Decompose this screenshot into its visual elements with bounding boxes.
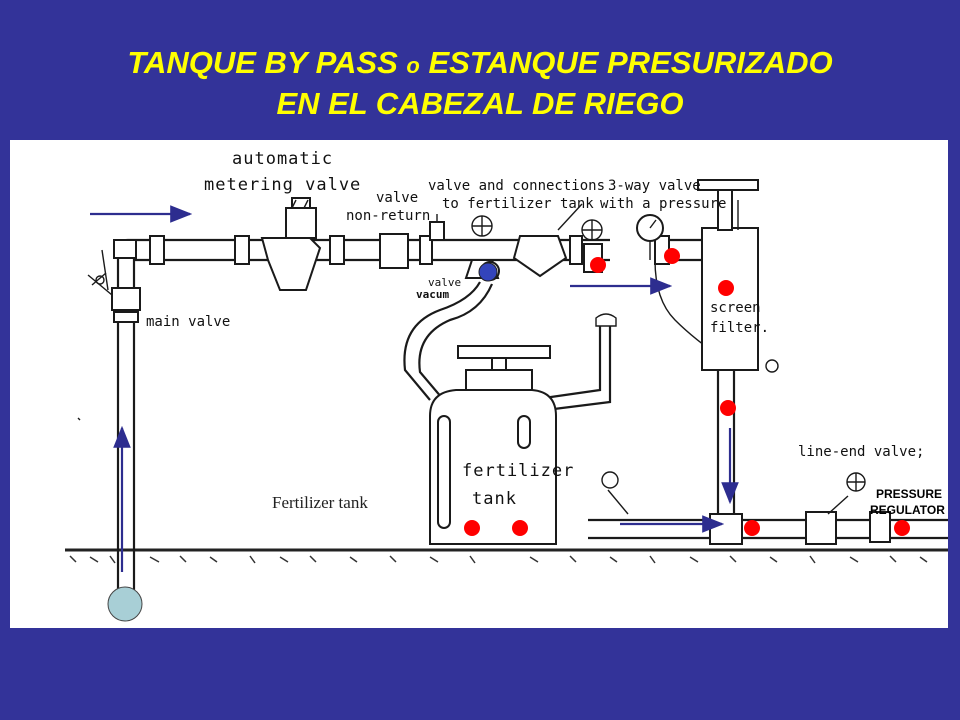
metering-valve-icon <box>260 197 322 291</box>
label-non-return: non-return <box>346 208 430 224</box>
marker-red <box>664 248 680 264</box>
slide-title: TANQUE BY PASS o ESTANQUE PRESURIZADO EN… <box>0 44 960 123</box>
label-valve: valve <box>376 190 418 206</box>
label-three-way-1: 3-way valve <box>608 178 701 194</box>
label-vac-valve: valve <box>428 276 461 289</box>
label-regulator: REGULATOR <box>870 503 945 517</box>
label-fertilizer: fertilizer <box>462 461 574 481</box>
label-filter: filter. <box>710 320 769 336</box>
label-pressure: PRESSURE <box>876 487 942 501</box>
title-line-1: TANQUE BY PASS o ESTANQUE PRESURIZADO <box>127 45 833 80</box>
label-vacum: vacum <box>416 288 449 301</box>
label-three-way-2: with a pressure <box>600 196 726 212</box>
marker-red <box>720 400 736 416</box>
label-line-end-valve: line-end valve; <box>798 444 924 460</box>
non-return-valve-icon <box>379 214 445 269</box>
marker-blue <box>478 262 498 282</box>
label-screen: screen <box>710 300 761 316</box>
vacuum-hose <box>403 281 481 401</box>
label-valve-connections-1: valve and connections <box>428 178 605 194</box>
supply-pipe <box>111 280 141 610</box>
marker-red <box>590 257 606 273</box>
diagram-svg: automatic metering valve valve non-retur… <box>65 149 948 622</box>
label-tank: tank <box>472 489 517 509</box>
label-main-valve: main valve <box>146 314 230 330</box>
marker-red <box>512 520 528 536</box>
marker-red <box>894 520 910 536</box>
marker-red <box>464 520 480 536</box>
marker-red <box>744 520 760 536</box>
marker-lightblue <box>107 586 143 622</box>
fertilizer-tank-caption: Fertilizer tank <box>272 493 368 512</box>
main-valve-icon <box>87 249 113 296</box>
three-way-valve-icon <box>512 203 603 278</box>
screen-filter-icon <box>697 179 779 520</box>
return-pipe <box>529 326 602 402</box>
irrigation-head-diagram: automatic metering valve valve non-retur… <box>10 140 948 628</box>
title-line-2: EN EL CABEZAL DE RIEGO <box>276 86 684 121</box>
label-automatic: automatic <box>232 149 333 169</box>
marker-red <box>718 280 734 296</box>
label-metering-valve: metering valve <box>204 175 361 195</box>
line-end-valve-icon <box>601 471 891 543</box>
ground-line <box>65 548 948 564</box>
label-valve-connections-2: to fertilizer tank <box>442 196 594 212</box>
fertilizer-tank-icon <box>429 345 557 545</box>
